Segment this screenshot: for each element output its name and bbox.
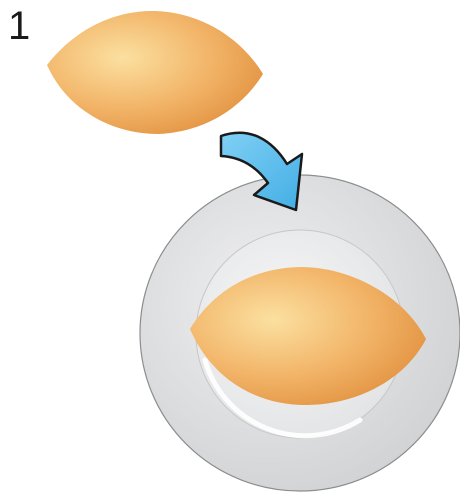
bun-piece (47, 11, 263, 134)
